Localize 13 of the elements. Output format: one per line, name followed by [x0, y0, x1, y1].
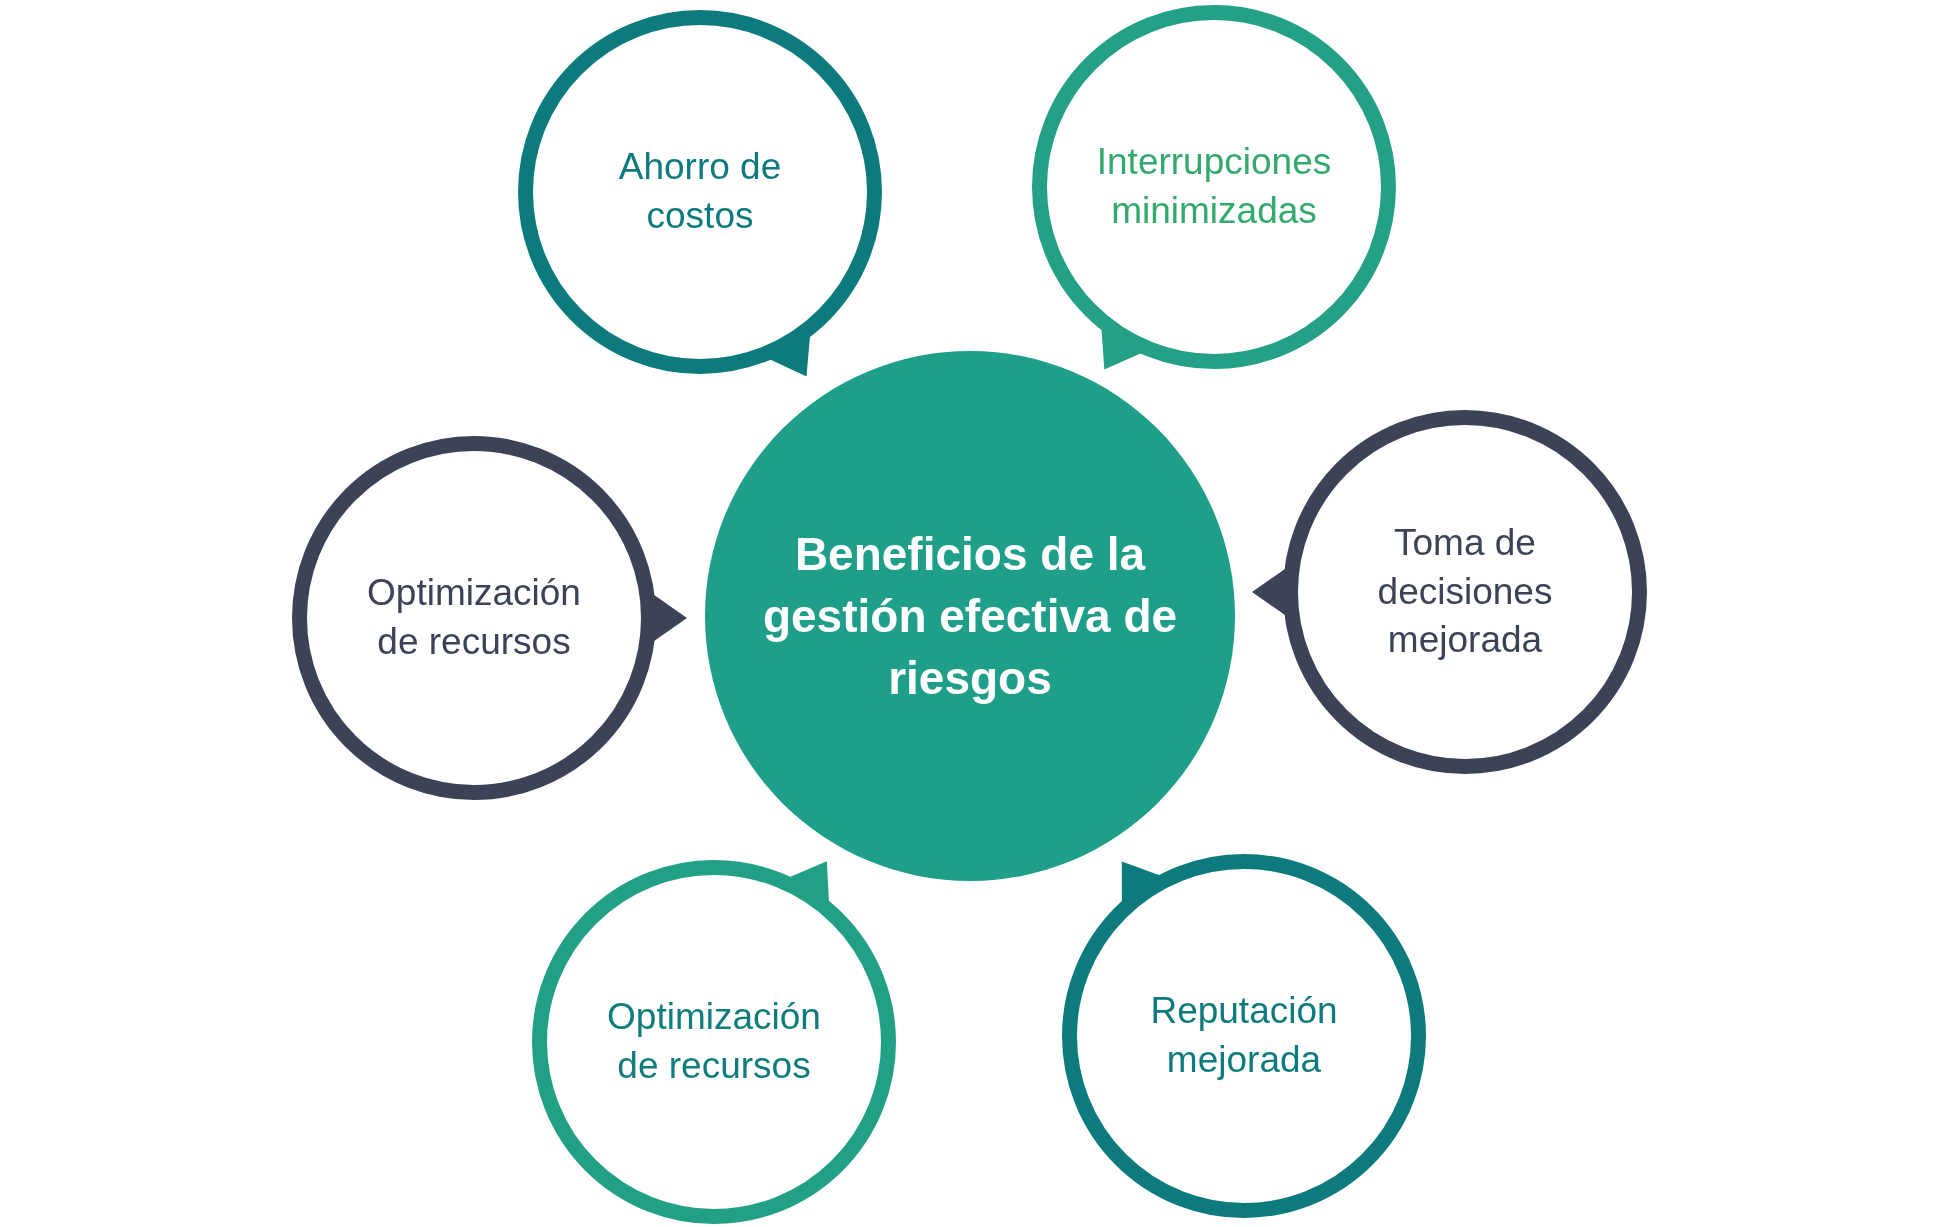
- speech-bubble: [1252, 410, 1647, 774]
- bubble-text: Optimización de recursos: [366, 571, 582, 664]
- speech-bubble: [532, 860, 896, 1224]
- bubble-text: Reputación mejorada: [1149, 989, 1339, 1082]
- speech-bubble: [292, 436, 687, 800]
- bubble-text: Interrupciones minimizadas: [1095, 140, 1333, 233]
- bubble-text: Optimización de recursos: [606, 995, 822, 1088]
- speech-bubble: [1062, 854, 1426, 1218]
- center-text: Beneficios de la gestión efectiva de riesgos: [761, 526, 1179, 707]
- bubble-text: Ahorro de costos: [617, 145, 783, 238]
- bubble-text: Toma de decisiones mejorada: [1376, 520, 1554, 663]
- speech-bubble: [518, 10, 882, 377]
- speech-bubble: [1032, 5, 1396, 370]
